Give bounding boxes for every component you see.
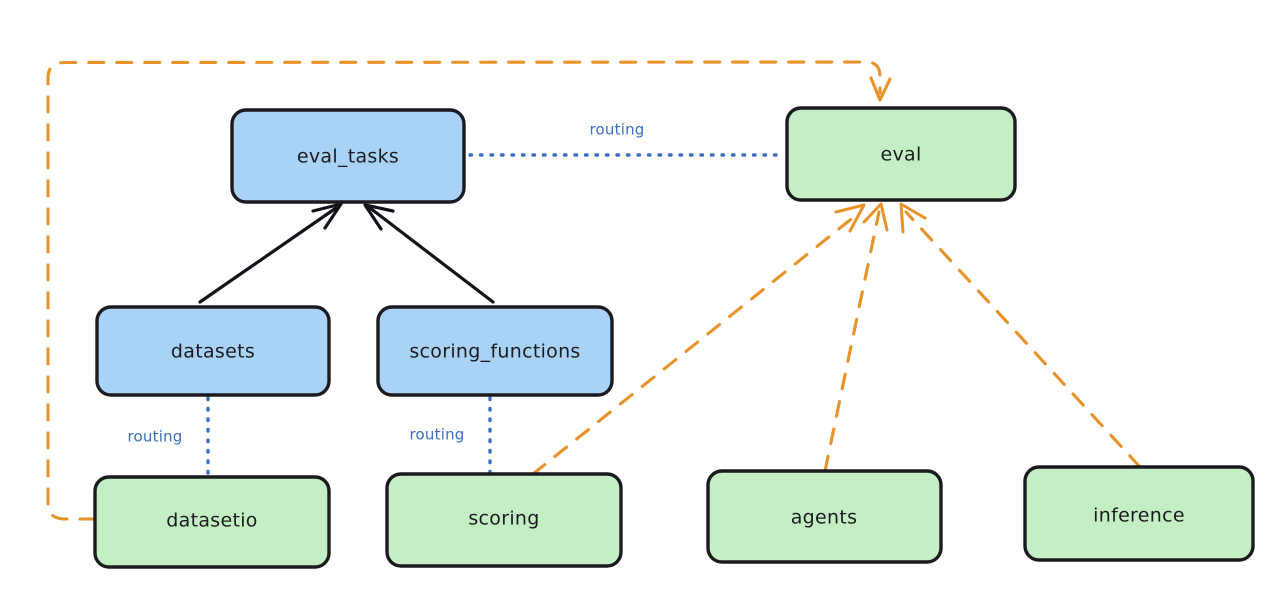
- edge-datasets-eval_tasks: [198, 202, 343, 304]
- edge-datasetio-eval-arrowhead: [869, 76, 892, 102]
- edge-datasetio-eval: [46, 60, 892, 521]
- node-scoring-label: scoring: [468, 508, 539, 530]
- edge-inference-eval-line: [904, 210, 1142, 469]
- node-layer: eval_tasks eval datasets scoring_functio…: [93, 106, 1255, 569]
- edge-label-routing-scoring-functions-scoring: routing: [410, 426, 465, 444]
- node-datasets[interactable]: datasets: [95, 305, 331, 397]
- edge-scoring-eval-line: [531, 210, 862, 476]
- edge-label-routing-eval-tasks-eval: routing: [590, 121, 645, 139]
- edge-scoring-eval-arrowhead: [834, 203, 866, 233]
- edge-scoring_functions-eval_tasks-arrowhead: [363, 203, 395, 231]
- edge-scoring_functions-eval_tasks: [363, 203, 495, 304]
- node-eval-tasks-label: eval_tasks: [297, 146, 399, 168]
- node-scoring-functions[interactable]: scoring_functions: [376, 305, 614, 397]
- node-datasetio-shape[interactable]: [93, 475, 331, 569]
- edge-scoring_functions-eval_tasks-line: [368, 206, 495, 304]
- node-agents[interactable]: agents: [706, 469, 943, 564]
- node-eval-label: eval: [880, 144, 921, 166]
- node-eval-shape[interactable]: [785, 106, 1017, 202]
- edge-datasetio-eval-line: [46, 60, 882, 521]
- node-eval-tasks-shape[interactable]: [230, 108, 466, 204]
- edge-inference-eval: [899, 202, 1142, 469]
- node-inference[interactable]: inference: [1023, 465, 1255, 562]
- edge-agents-eval-line: [823, 210, 881, 473]
- edge-layer: [46, 60, 1142, 521]
- edge-label-layer: routing routing routing: [128, 121, 645, 446]
- node-agents-shape[interactable]: [706, 469, 943, 564]
- edge-scoring-eval: [531, 203, 866, 476]
- node-scoring-functions-label: scoring_functions: [409, 341, 580, 363]
- node-scoring-functions-shape[interactable]: [376, 305, 614, 397]
- node-inference-label: inference: [1093, 505, 1185, 527]
- edge-datasets-eval_tasks-arrowhead: [311, 202, 343, 230]
- node-eval[interactable]: eval: [785, 106, 1017, 202]
- node-eval-tasks[interactable]: eval_tasks: [230, 108, 466, 204]
- node-datasets-shape[interactable]: [95, 305, 331, 397]
- node-agents-label: agents: [791, 507, 858, 529]
- edge-agents-eval-arrowhead: [862, 202, 889, 232]
- edge-agents-eval: [823, 202, 889, 473]
- edge-datasets-eval_tasks-line: [198, 206, 338, 304]
- node-datasetio-label: datasetio: [166, 510, 257, 532]
- node-scoring[interactable]: scoring: [385, 472, 623, 568]
- edge-inference-eval-arrowhead: [899, 202, 927, 234]
- node-datasetio[interactable]: datasetio: [93, 475, 331, 569]
- edge-label-routing-datasets-datasetio: routing: [128, 428, 183, 446]
- node-scoring-shape[interactable]: [385, 472, 623, 568]
- node-datasets-label: datasets: [171, 341, 255, 363]
- node-inference-shape[interactable]: [1023, 465, 1255, 562]
